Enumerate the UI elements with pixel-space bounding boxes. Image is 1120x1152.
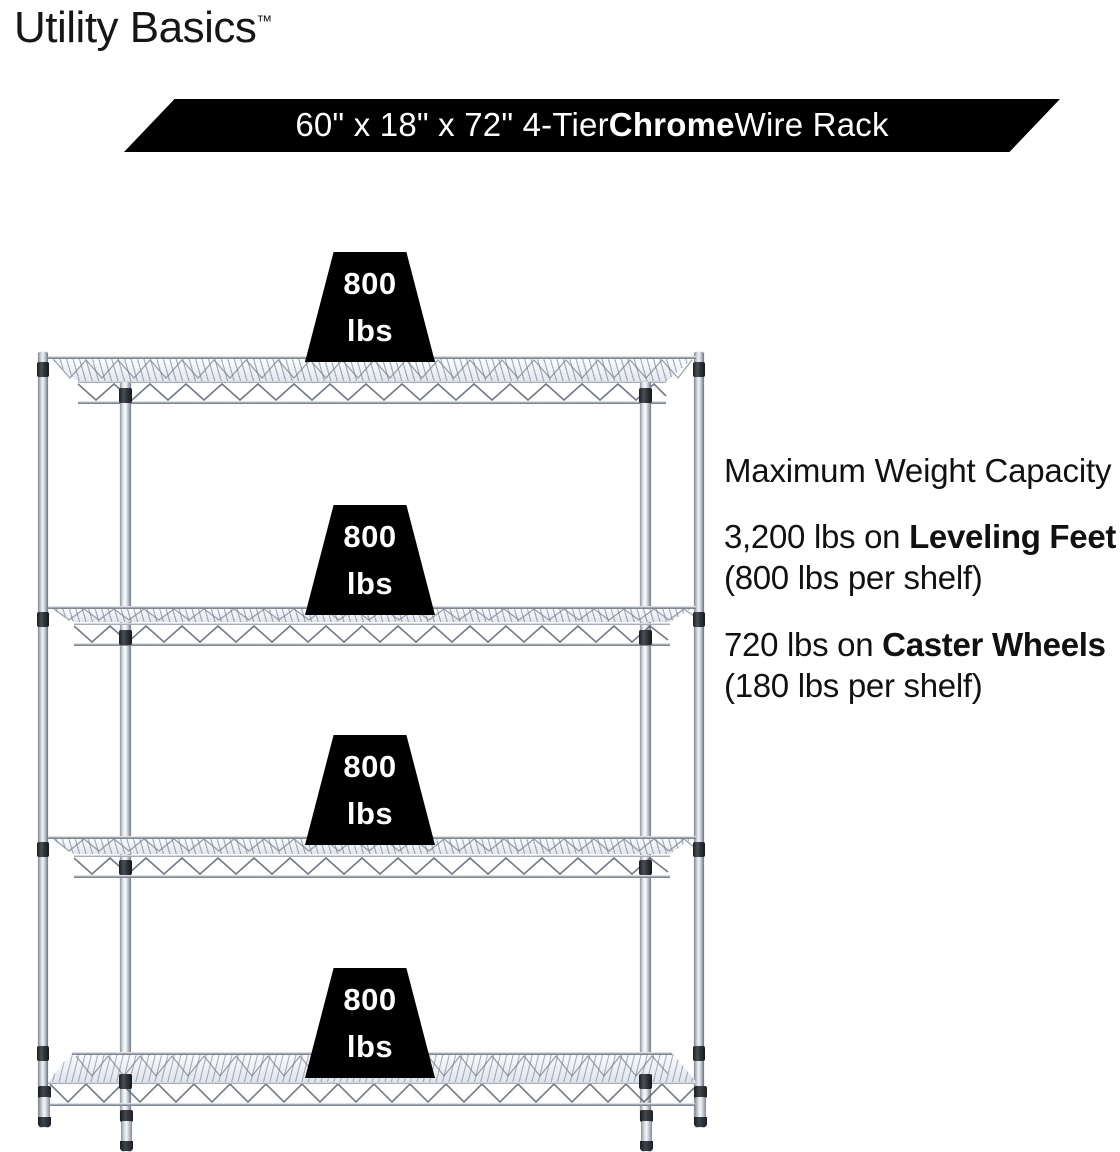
capacity-badge-3-unit: lbs — [346, 796, 394, 831]
foot-tip — [641, 1121, 652, 1152]
shelf-3-truss — [53, 838, 695, 876]
caster-wheels-bold: Caster Wheels — [882, 625, 1106, 663]
leveling-foot-front-left — [119, 1110, 134, 1152]
foot-tip — [39, 1097, 50, 1128]
foot-rubber-tip — [38, 1117, 51, 1127]
foot-band — [640, 1110, 653, 1122]
banner-title-suffix: Wire Rack — [734, 106, 889, 143]
shelf-4-collar-back-right — [693, 1046, 705, 1061]
shelf-2-collar-front-left — [119, 630, 132, 645]
info-heading: Maximum Weight Capacity — [724, 452, 1112, 489]
caster-wheels-part2: (180 lbs per shelf) — [724, 666, 983, 704]
capacity-badge-2-value: 800 — [343, 519, 397, 554]
capacity-badge-1-value: 800 — [343, 266, 397, 301]
shelf-4-collar-front-left — [119, 1074, 132, 1089]
shelf-1-collar-back-right — [693, 362, 705, 377]
foot-band — [38, 1086, 51, 1098]
rack-post-front-right — [640, 382, 651, 1122]
leveling-feet-part1: 3,200 lbs on — [724, 517, 910, 555]
banner-title-bold: Chrome — [608, 106, 735, 143]
shelf-1-collar-front-right — [639, 388, 652, 403]
caster-wheels-capacity: 720 lbs on Caster Wheels (180 lbs per sh… — [724, 625, 1120, 707]
shelf-3-collar-back-left — [37, 842, 49, 857]
leveling-foot-front-right — [639, 1110, 654, 1152]
shelf-3-top-surface — [48, 836, 696, 854]
shelf-3-front-rail — [74, 875, 670, 878]
shelf-2-collar-back-left — [37, 612, 49, 627]
foot-tip — [695, 1097, 706, 1128]
foot-tip — [121, 1121, 132, 1152]
shelf-2-collar-back-right — [693, 612, 705, 627]
shelf-4-mid-rail — [48, 1082, 696, 1084]
leveling-feet-part2: (800 lbs per shelf) — [724, 558, 983, 596]
leveling-feet-bold: Leveling Feet — [909, 517, 1117, 555]
shelf-4-collar-back-left — [37, 1046, 49, 1061]
shelf-3-collar-back-right — [693, 842, 705, 857]
capacity-badge-1-unit: lbs — [346, 313, 394, 348]
foot-rubber-tip — [640, 1141, 653, 1151]
shelf-3-collar-front-left — [119, 860, 132, 875]
shelf-4-collar-front-right — [639, 1074, 652, 1089]
trademark-symbol: ™ — [256, 13, 273, 31]
leveling-foot-back-left — [37, 1086, 52, 1128]
banner-title-prefix: 60" x 18" x 72" 4-Tier — [295, 106, 609, 143]
leveling-foot-back-right — [693, 1086, 708, 1128]
shelf-1-mid-rail — [78, 381, 666, 383]
weight-capacity-info: Maximum Weight Capacity 3,200 lbs on Lev… — [724, 452, 1120, 733]
capacity-badge-3-value: 800 — [343, 749, 397, 784]
capacity-badge-4-unit: lbs — [346, 1029, 394, 1064]
shelf-3-collar-front-right — [639, 860, 652, 875]
foot-rubber-tip — [120, 1141, 133, 1151]
capacity-badge-tier-1: 800 lbs — [305, 252, 435, 362]
brand-logo: Utility Basics™ — [14, 3, 273, 52]
rack-post-back-left — [38, 352, 48, 1122]
brand-name: Utility Basics — [14, 3, 257, 52]
shelf-1-collar-front-left — [119, 388, 132, 403]
shelf-2-mid-rail — [74, 623, 670, 625]
leveling-feet-capacity: 3,200 lbs on Leveling Feet (800 lbs per … — [724, 517, 1120, 599]
banner-background — [124, 99, 1060, 152]
rack-post-back-right — [694, 352, 704, 1122]
banner-text: 60" x 18" x 72" 4-Tier Chrome Wire Rack — [124, 99, 1060, 152]
shelf-2-collar-front-right — [639, 630, 652, 645]
shelf-tier-1 — [48, 356, 696, 404]
shelf-1-collar-back-left — [37, 362, 49, 377]
capacity-badge-2-unit: lbs — [346, 566, 394, 601]
shelf-4-front-rail — [48, 1103, 696, 1106]
rack-post-front-left — [120, 382, 131, 1122]
shelf-1-front-rail — [78, 401, 666, 404]
capacity-badge-4-value: 800 — [343, 982, 397, 1017]
foot-band — [694, 1086, 707, 1098]
product-title-banner: 60" x 18" x 72" 4-Tier Chrome Wire Rack — [124, 99, 1060, 152]
foot-band — [120, 1110, 133, 1122]
caster-wheels-part1: 720 lbs on — [724, 625, 883, 663]
foot-rubber-tip — [694, 1117, 707, 1127]
shelf-1-truss — [53, 359, 693, 402]
shelf-2-front-rail — [74, 643, 670, 646]
shelf-3-mid-rail — [74, 855, 670, 857]
